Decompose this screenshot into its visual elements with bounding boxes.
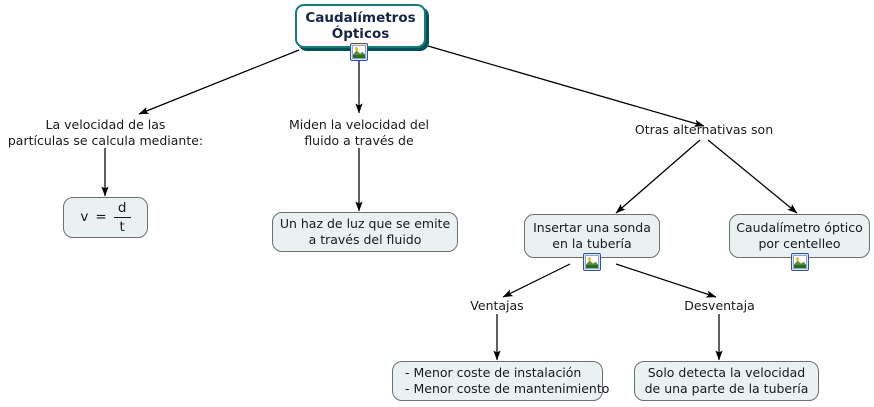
label-advantages: Ventajas [455,297,539,315]
picture-icon-scintillation-grass [794,264,806,268]
picture-icon-scintillation[interactable] [791,253,809,271]
picture-icon-sky [353,46,365,53]
picture-icon-hill [353,50,365,56]
picture-icon-probe-inner [585,255,599,269]
picture-icon-scintillation-inner [793,255,807,269]
label-right-text: Otras alternativas son [634,122,774,138]
node-advantages-text: - Menor coste de instalación- Menor cost… [405,365,610,396]
picture-icon-grass [353,54,365,58]
formula-expression: v = d t [80,199,131,236]
picture-icon-inner [352,45,366,59]
label-disadvantages-text: Desventaja [684,298,755,314]
edge-probe-to-advantages [502,263,571,298]
picture-icon-probe-grass [586,264,598,268]
node-formula[interactable]: v = d t [63,197,148,238]
picture-icon-probe[interactable] [583,253,601,271]
formula-denominator: t [119,219,125,236]
label-disadvantages: Desventaja [672,297,767,315]
formula-fraction-bar [113,216,131,219]
formula-variable: v [80,209,89,226]
formula-numerator: d [117,199,127,216]
formula-equals: = [95,209,107,226]
edge-root-to-right [427,45,705,127]
edge-root-to-left [138,49,300,115]
picture-icon-probe-sun [587,257,592,261]
picture-icon-scintillation-hill [794,260,806,266]
formula-fraction: d t [113,199,131,236]
node-advantages[interactable]: - Menor coste de instalación- Menor cost… [392,361,609,401]
label-right-linking-phrase: Otras alternativas son [621,121,787,139]
edge-right-to-scintillation [707,139,798,214]
label-advantages-text: Ventajas [470,298,524,314]
picture-icon-scintillation-sky [794,256,806,263]
edge-probe-to-disadvantages [615,263,717,298]
picture-icon-sun [354,47,359,51]
picture-icon-probe-hill [586,260,598,266]
edge-right-to-probe [615,139,701,214]
picture-icon[interactable] [350,43,368,61]
picture-icon-scintillation-sun [795,257,800,261]
picture-icon-probe-sky [586,256,598,263]
